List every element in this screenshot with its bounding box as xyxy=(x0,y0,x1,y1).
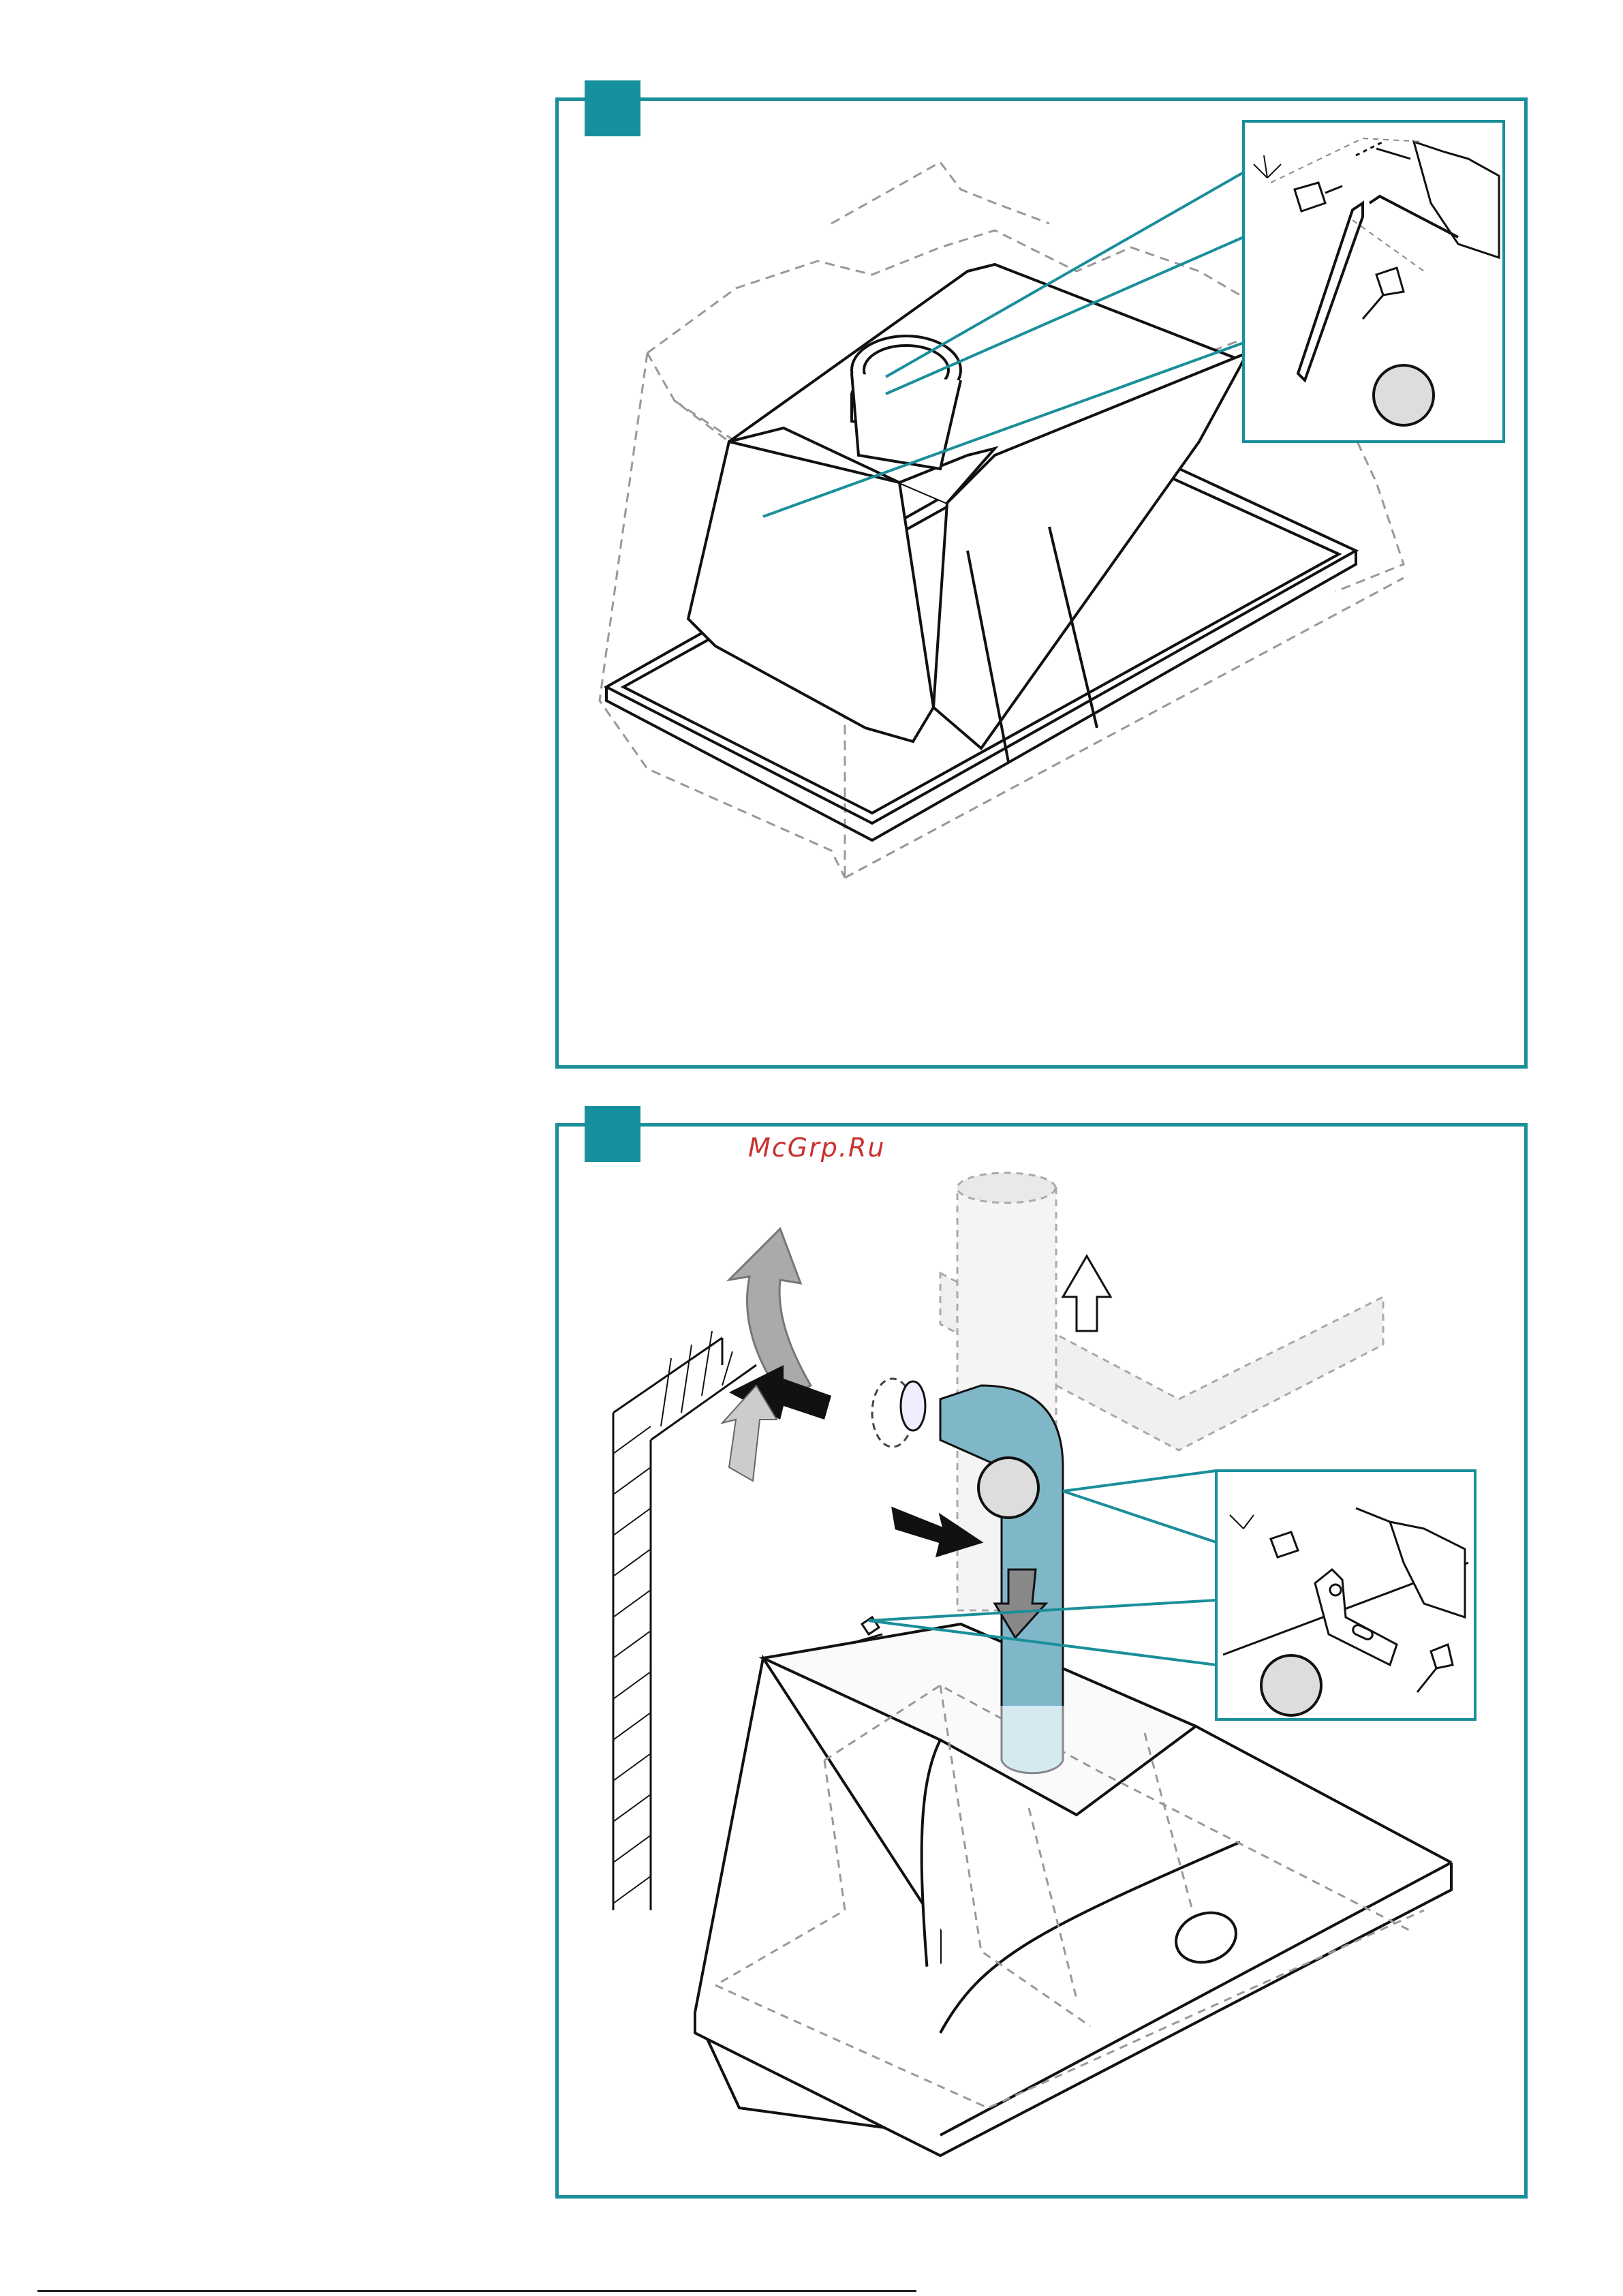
page-footer-rule xyxy=(37,2290,916,2292)
callout-circle-icon xyxy=(1261,1655,1321,1715)
hood-installation-illustration xyxy=(559,101,1524,1065)
panel-step-a xyxy=(555,97,1528,1069)
panel-step-b xyxy=(555,1123,1528,2199)
duct-installation-illustration xyxy=(559,1127,1524,2195)
callout-circle-icon xyxy=(978,1458,1038,1518)
watermark: McGrp.Ru xyxy=(748,1133,885,1163)
callout-circle-icon xyxy=(1374,365,1434,425)
arrow-icon xyxy=(1063,1256,1111,1331)
